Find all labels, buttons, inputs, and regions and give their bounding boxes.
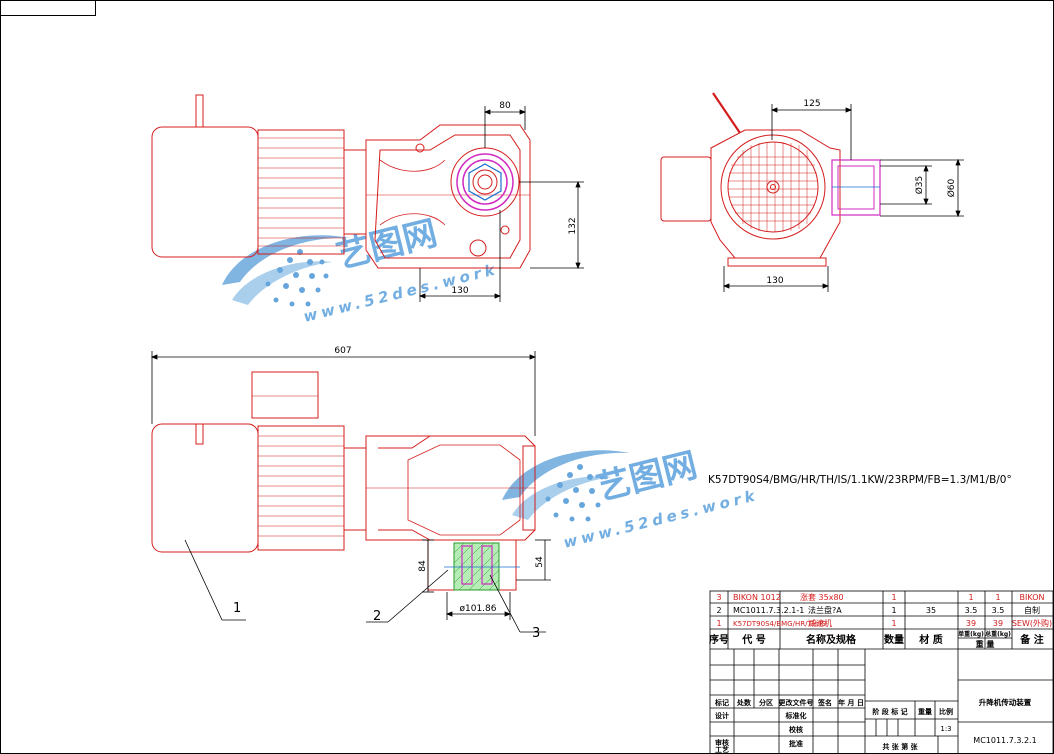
dim-bottom-diameter: ø101.86: [460, 604, 497, 614]
dim-bottom-height: 84: [418, 560, 428, 572]
bom-header: 序号 代 号 名称及规格 数量 材 质 单重(kg) 总重(kg) 重 量 备 …: [709, 630, 1044, 649]
balloon-3: 3: [532, 626, 540, 641]
bom-no: 3: [716, 593, 721, 602]
model-label: K57DT90S4/BMG/HR/TH/IS/1.1KW/23RPM/FB=1.…: [708, 474, 1012, 486]
tb-zone: 分区: [759, 698, 773, 707]
bom-name: 法兰盘?A: [808, 605, 842, 615]
bom-code: K57DT90S4/BMG/HR/TH/IS: [733, 620, 826, 628]
bom-header-remark: 备 注: [1019, 633, 1043, 646]
bom-header-w1: 单重(kg): [958, 630, 984, 638]
bom-code: MC1011.7.3.2.1-1: [733, 606, 804, 615]
side-view-dims: [722, 104, 964, 292]
tb-drawing-no: MC1011.7.3.2.1: [973, 736, 1036, 745]
side-view: [660, 92, 881, 267]
tb-check: 审核: [715, 738, 729, 747]
bom-header-qty: 数量: [884, 633, 904, 646]
corner-box: [0, 0, 96, 16]
bom-header-w2: 总重(kg): [985, 630, 1011, 638]
tb-scale-label: 比例: [939, 707, 953, 716]
tb-process: 工艺: [715, 745, 729, 754]
dim-side-width: 125: [803, 99, 820, 109]
bom-header-no: 序号: [709, 633, 729, 646]
bom-remark: 自制: [1024, 605, 1040, 615]
dim-side-d60: Ø60: [946, 178, 957, 197]
bom-row-2: 2 MC1011.7.3.2.1-1 法兰盘?A 1 35 3.5 3.5 自制: [716, 605, 1040, 615]
balloon-2: 2: [373, 609, 381, 624]
tb-marks: 标记: [714, 698, 729, 707]
title-block-labels: 标记 处数 分区 更改文件号 签名 年 月 日 设计 标准化 校核 审核 工艺 …: [714, 697, 1037, 754]
tb-sign: 签名: [817, 698, 832, 707]
dim-side-d35: Ø35: [914, 176, 925, 195]
bom-remark: SEW(外购): [1012, 618, 1052, 628]
tb-date: 年 月 日: [838, 698, 864, 707]
tb-weight: 重量: [918, 707, 932, 716]
bom-w1: 1: [968, 593, 973, 602]
balloon-1: 1: [233, 601, 241, 616]
top-view: [151, 94, 531, 269]
watermark-brand-middle: 艺图网: [593, 445, 702, 508]
bom-qty: 1: [891, 593, 896, 602]
watermark-url-top: www.52des.work: [302, 260, 501, 326]
bom-no: 2: [716, 606, 721, 615]
bom-row-1: 1 K57DT90S4/BMG/HR/TH/IS 减速机 1 39 39 SEW…: [716, 618, 1052, 628]
bom-row-3: 3 BIKON 1012 涨套 35x80 1 1 1 BIKON: [716, 592, 1044, 602]
bom-header-code: 代 号: [741, 633, 765, 646]
bom-no: 1: [716, 619, 721, 628]
watermark-top: 艺图网 www.52des.work: [222, 213, 500, 326]
tb-scale: 1:3: [940, 725, 951, 733]
bom-header-name: 名称及规格: [806, 633, 857, 646]
tb-std: 标准化: [785, 711, 807, 720]
bom-qty: 1: [891, 619, 896, 628]
tb-doc: 更改文件号: [779, 698, 814, 707]
tb-count: 处数: [736, 698, 752, 707]
tb-review: 校核: [789, 725, 803, 734]
bom-header-weight: 重 量: [976, 639, 995, 649]
watermark-middle: 艺图网 www.52des.work: [502, 445, 760, 552]
top-view-dims: [418, 106, 584, 302]
bom-qty: 1: [891, 606, 896, 615]
bom-table: [709, 590, 1054, 754]
dim-side-base: 130: [766, 276, 783, 286]
bottom-view: [151, 371, 536, 591]
dim-overall-length: 607: [334, 346, 351, 356]
bom-header-material: 材 质: [919, 633, 942, 646]
bom-w1: 39: [966, 619, 976, 628]
dim-top-width: 80: [499, 101, 511, 111]
tb-stage: 阶 段 标 记: [872, 707, 907, 716]
bom-w2: 1: [995, 593, 1000, 602]
bom-w2: 39: [993, 619, 1003, 628]
tb-drawing-name: 升降机传动装置: [979, 697, 1032, 707]
bom-name: 减速机: [808, 618, 832, 628]
bom-material: 35: [926, 606, 936, 615]
bom-w2: 3.5: [992, 606, 1005, 615]
dim-top-height: 132: [568, 217, 578, 234]
watermark-brand-top: 艺图网: [333, 213, 442, 276]
bom-w1: 3.5: [965, 606, 978, 615]
dim-bottom-side: 54: [535, 556, 545, 568]
tb-design: 设计: [715, 711, 729, 720]
watermark-url-middle: www.52des.work: [562, 486, 761, 552]
dim-top-base: 130: [451, 286, 468, 296]
bom-code: BIKON 1012: [733, 593, 781, 602]
tb-sheets: 共 张 第 张: [882, 742, 918, 751]
tb-approve: 批准: [789, 739, 803, 748]
bottom-view-dims: [150, 351, 551, 633]
title-block: [710, 649, 1053, 754]
bom-name: 涨套 35x80: [800, 592, 844, 602]
bom-remark: BIKON: [1020, 593, 1045, 602]
